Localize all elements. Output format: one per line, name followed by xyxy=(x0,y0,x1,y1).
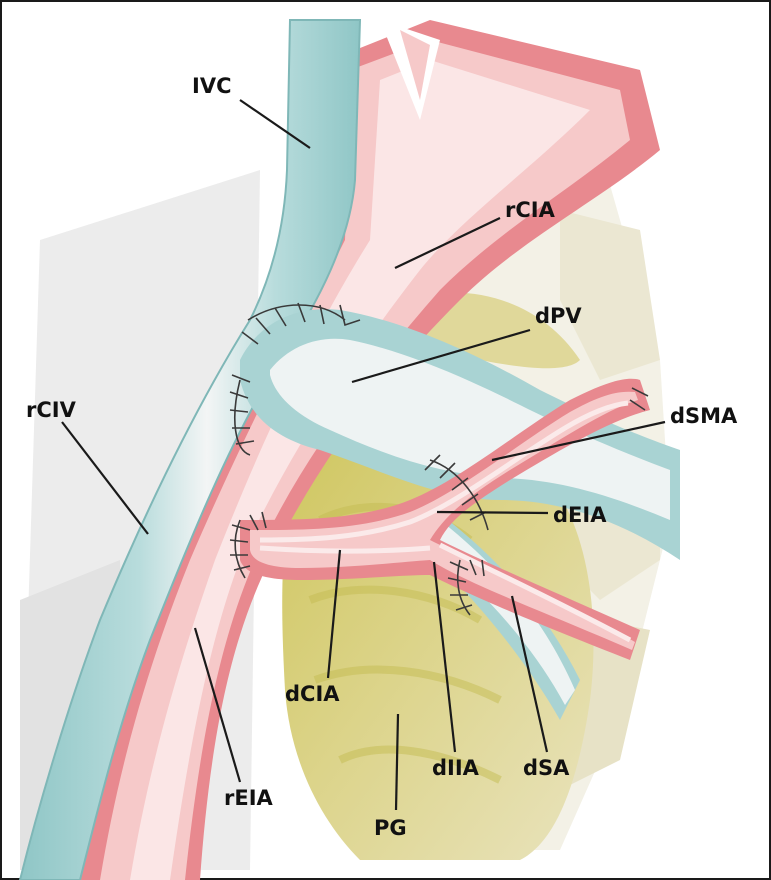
donor-portal-vein xyxy=(240,309,680,560)
leader-rciv xyxy=(61,421,149,535)
label-dpv: dPV xyxy=(535,304,582,328)
leader-dsma xyxy=(491,420,666,462)
leader-lines xyxy=(61,99,666,811)
leader-rcia xyxy=(394,217,501,269)
label-deia: dEIA xyxy=(553,503,607,527)
label-ivc: IVC xyxy=(192,74,231,98)
anastomosis-sutures xyxy=(229,302,649,616)
label-dcia: dCIA xyxy=(285,682,340,706)
leader-diia xyxy=(432,561,457,753)
label-rcia: rCIA xyxy=(505,198,556,222)
leader-ivc xyxy=(239,99,311,149)
structure-labels: IVC rCIA dPV rCIV dSMA dEIA dCIA rEIA dI… xyxy=(26,74,738,840)
label-dsa: dSA xyxy=(523,756,570,780)
label-pg: PG xyxy=(374,816,407,840)
right-iliac-artery xyxy=(70,20,660,880)
label-reia: rEIA xyxy=(224,786,274,810)
leader-pg xyxy=(394,713,400,811)
donor-y-graft xyxy=(240,378,650,660)
label-dsma: dSMA xyxy=(670,404,738,428)
leader-dsa xyxy=(510,595,549,753)
leader-dcia xyxy=(326,549,342,679)
leader-dpv xyxy=(351,328,531,384)
leader-reia xyxy=(193,627,242,783)
leader-deia xyxy=(436,510,549,515)
label-diia: dIIA xyxy=(432,756,480,780)
label-rciv: rCIV xyxy=(26,398,77,422)
